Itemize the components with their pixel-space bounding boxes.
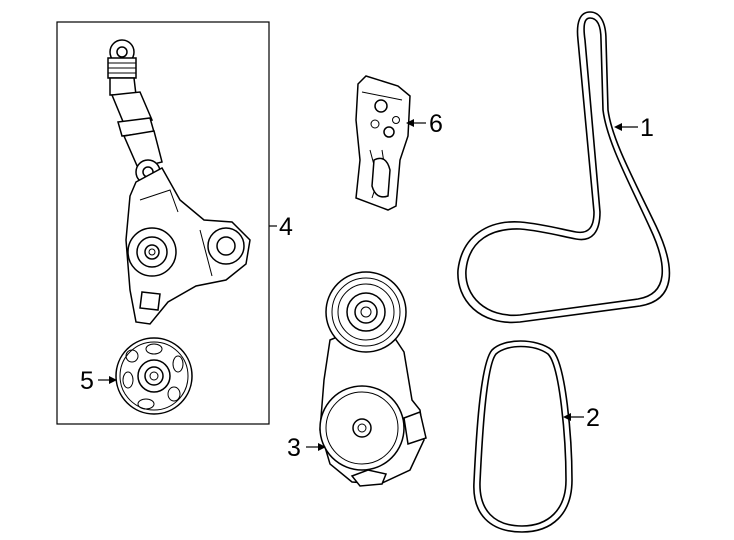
idler-pulley	[115, 337, 193, 415]
callout-6: 6	[429, 110, 443, 138]
arrow-head-5	[109, 376, 117, 384]
assembly-group-box	[56, 21, 270, 425]
arrow-head-1	[614, 123, 622, 131]
mounting-bracket	[355, 75, 411, 211]
arrow-head-6	[406, 119, 414, 127]
callout-4: 4	[279, 213, 293, 241]
belt-tensioner	[319, 271, 427, 487]
callout-1: 1	[640, 114, 654, 142]
serpentine-belt-long	[457, 11, 671, 324]
tensioner-arm-assembly	[107, 39, 251, 325]
serpentine-belt-short	[473, 340, 573, 533]
callout-5: 5	[80, 367, 94, 395]
callout-3: 3	[287, 434, 301, 462]
arrow-head-3	[318, 443, 326, 451]
arrow-head-2	[563, 413, 571, 421]
callout-2: 2	[586, 404, 600, 432]
